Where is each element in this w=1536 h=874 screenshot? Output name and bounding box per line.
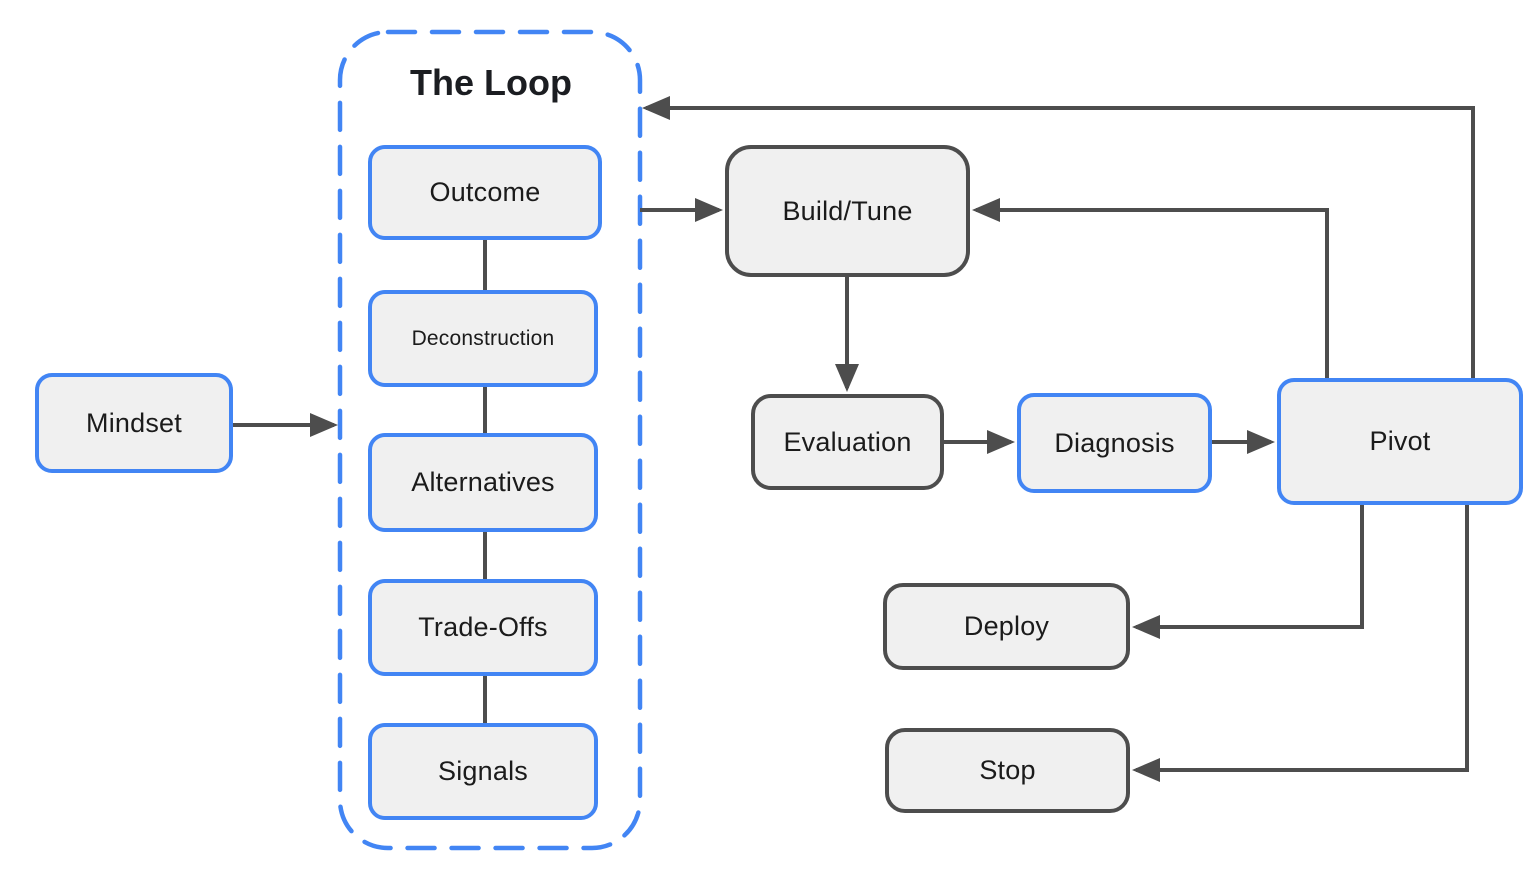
node-evaluation: Evaluation bbox=[751, 394, 944, 490]
node-pivot: Pivot bbox=[1277, 378, 1523, 505]
node-deploy: Deploy bbox=[883, 583, 1130, 670]
edge-pivot-to-deploy bbox=[1132, 505, 1364, 639]
node-buildtune: Build/Tune bbox=[725, 145, 970, 277]
node-diagnosis: Diagnosis bbox=[1017, 393, 1212, 493]
loop-container-border bbox=[337, 29, 643, 851]
node-tradeoffs: Trade-Offs bbox=[368, 579, 598, 676]
edge-pivot-to-loop bbox=[642, 96, 1475, 378]
node-deconstruction: Deconstruction bbox=[368, 290, 598, 387]
loop-title: The Loop bbox=[410, 62, 572, 103]
node-outcome: Outcome bbox=[368, 145, 602, 240]
edge-pivot-to-buildtune bbox=[972, 198, 1329, 378]
node-alternatives: Alternatives bbox=[368, 433, 598, 532]
node-signals: Signals bbox=[368, 723, 598, 820]
node-mindset: Mindset bbox=[35, 373, 233, 473]
edge-pivot-to-stop bbox=[1132, 505, 1469, 782]
node-stop: Stop bbox=[885, 728, 1130, 813]
